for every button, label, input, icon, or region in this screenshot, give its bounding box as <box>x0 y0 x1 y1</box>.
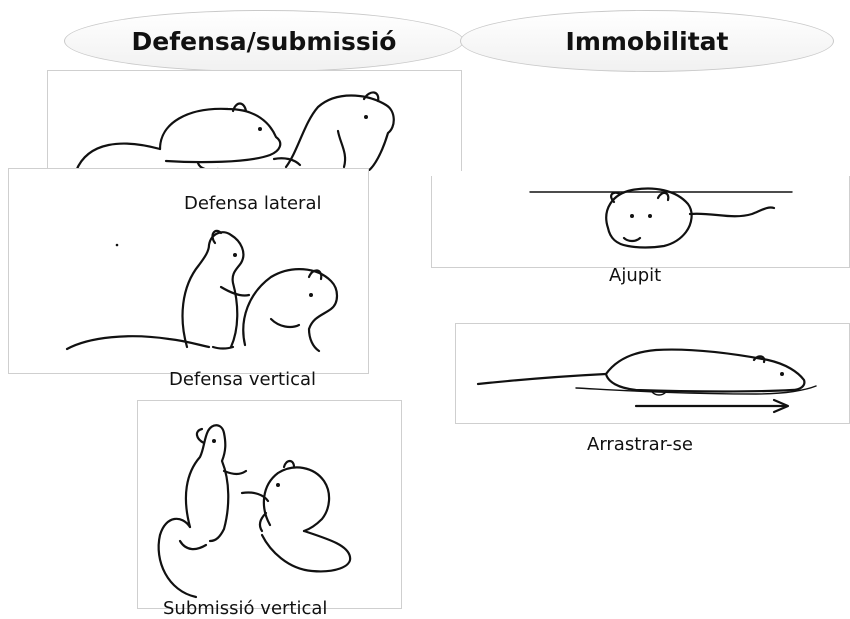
submissio-vertical-illustration <box>138 401 401 608</box>
header-defensa-submissio: Defensa/submissió <box>64 10 464 72</box>
defensa-lateral-illustration <box>48 71 461 171</box>
panel-submissio-vertical <box>137 400 402 609</box>
caption-arrastrar-se: Arrastrar-se <box>587 434 693 455</box>
panel-ajupit <box>431 176 850 268</box>
header-defensa-submissio-label: Defensa/submissió <box>132 27 397 56</box>
caption-submissio-vertical: Submissió vertical <box>163 598 327 619</box>
header-immobilitat-label: Immobilitat <box>566 27 729 56</box>
ajupit-illustration <box>432 176 849 267</box>
arrastrar-se-illustration <box>456 324 849 423</box>
caption-ajupit: Ajupit <box>609 265 661 286</box>
panel-arrastrar-se <box>455 323 850 424</box>
caption-defensa-lateral: Defensa lateral <box>184 193 321 214</box>
caption-defensa-vertical: Defensa vertical <box>169 369 316 390</box>
header-immobilitat: Immobilitat <box>460 10 834 72</box>
panel-defensa-lateral <box>47 70 462 171</box>
